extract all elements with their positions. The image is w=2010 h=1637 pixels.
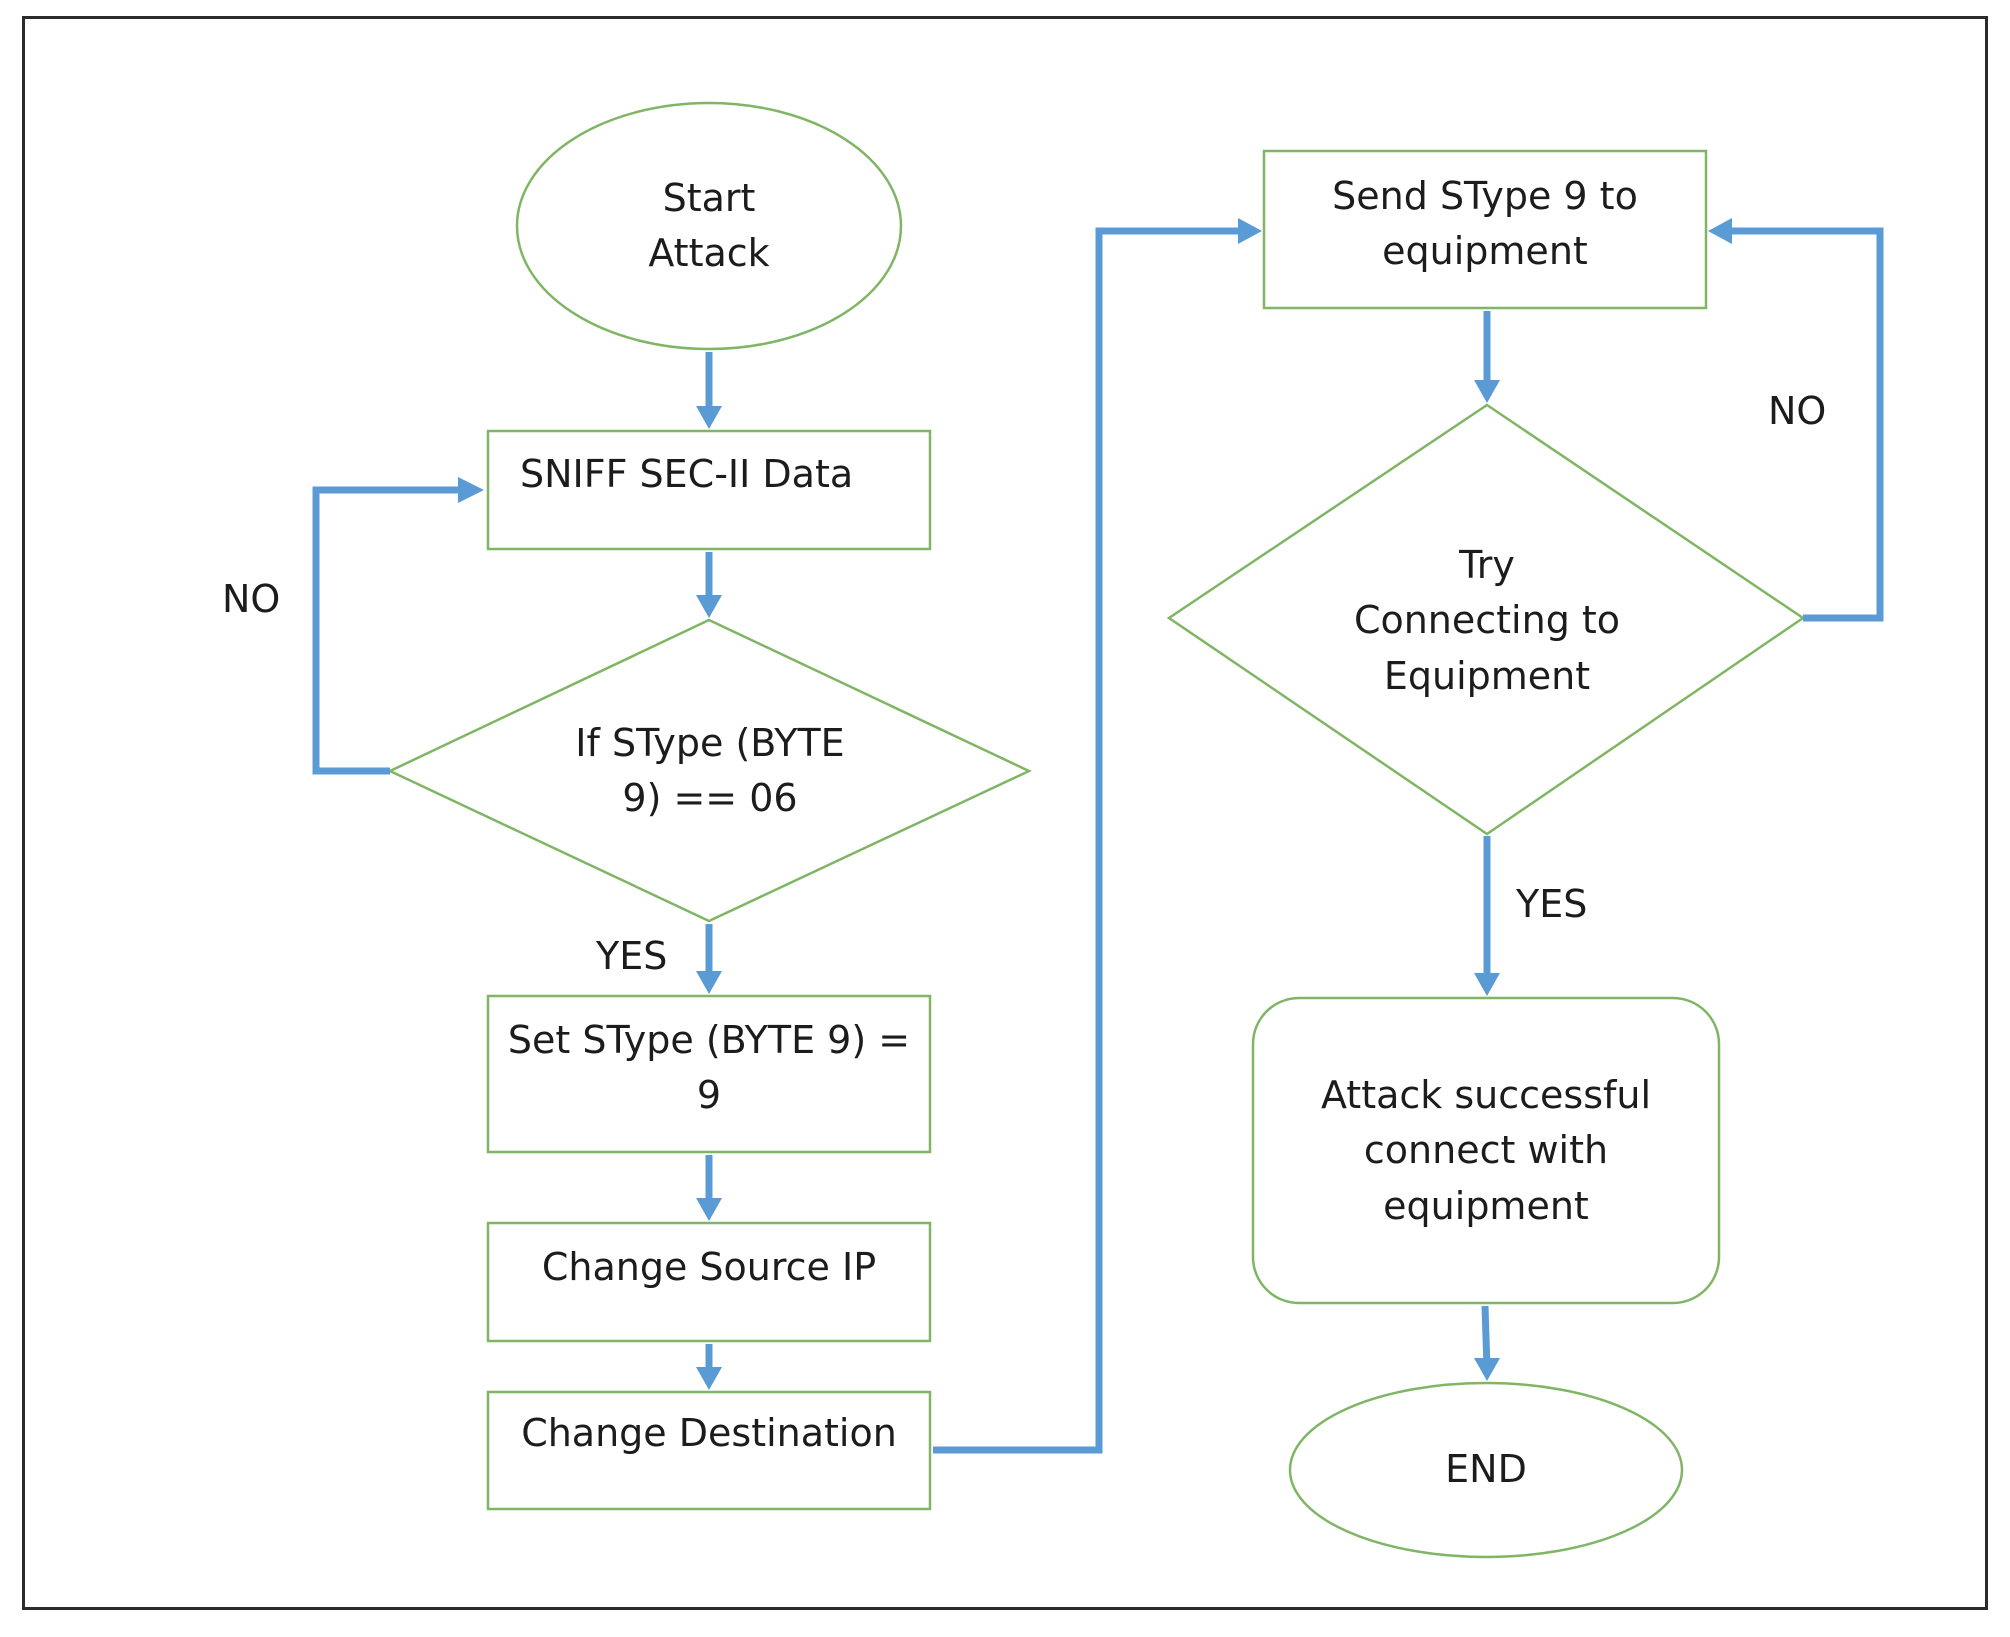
end-label: END — [1445, 1447, 1527, 1492]
attack-successful-label: Attack successful connect with equipment — [1320, 1073, 1652, 1228]
change-source-label: Change Source IP — [541, 1245, 877, 1290]
send-stype-box — [1262, 149, 1708, 310]
arrowhead — [1474, 1358, 1500, 1381]
arrowhead — [696, 1198, 722, 1221]
decision-connect-no-label: NO — [1768, 389, 1827, 433]
arrowhead — [1238, 218, 1262, 244]
arrow-success-to-end — [1481, 1305, 1491, 1369]
set-stype-label: Set SType (BYTE 9) = 9 — [507, 1017, 911, 1117]
arrow-connect-no-loop — [1725, 227, 1884, 622]
change-destination-label: Change Destination — [521, 1411, 897, 1456]
sniff-label: SNIFF SEC-II Data — [520, 452, 854, 497]
decision-stype-no-label: NO — [222, 577, 281, 621]
arrow-destination-to-send — [933, 227, 1245, 1454]
decision-connect-yes-label: YES — [1516, 882, 1588, 926]
attack-successful-box — [1251, 996, 1721, 1305]
arrow-decision-no-loop — [312, 486, 465, 775]
arrowhead — [1474, 973, 1500, 996]
start-label: Start Attack — [648, 175, 770, 275]
sniff-box — [486, 429, 932, 551]
arrowhead — [696, 406, 722, 429]
arrowhead — [696, 595, 722, 618]
diagram-border — [22, 16, 1988, 1610]
decision-stype-diamond — [387, 618, 1032, 923]
arrowhead — [1474, 380, 1500, 403]
arrowhead — [1708, 218, 1732, 244]
end-ellipse — [1288, 1381, 1684, 1559]
arrowhead — [696, 971, 722, 994]
decision-stype-label: If SType (BYTE 9) == 06 — [575, 720, 845, 820]
start-ellipse — [515, 101, 903, 351]
change-source-box — [486, 1221, 932, 1343]
decision-connect-diamond — [1166, 403, 1806, 836]
set-stype-box — [486, 994, 932, 1154]
arrowhead — [696, 1367, 722, 1390]
decision-connect-label: Try Connecting to Equipment — [1353, 543, 1621, 698]
decision-stype-yes-label: YES — [596, 934, 668, 978]
send-stype-label: Send SType 9 to equipment — [1332, 173, 1638, 273]
change-destination-box — [486, 1390, 932, 1511]
arrowhead — [458, 477, 484, 503]
